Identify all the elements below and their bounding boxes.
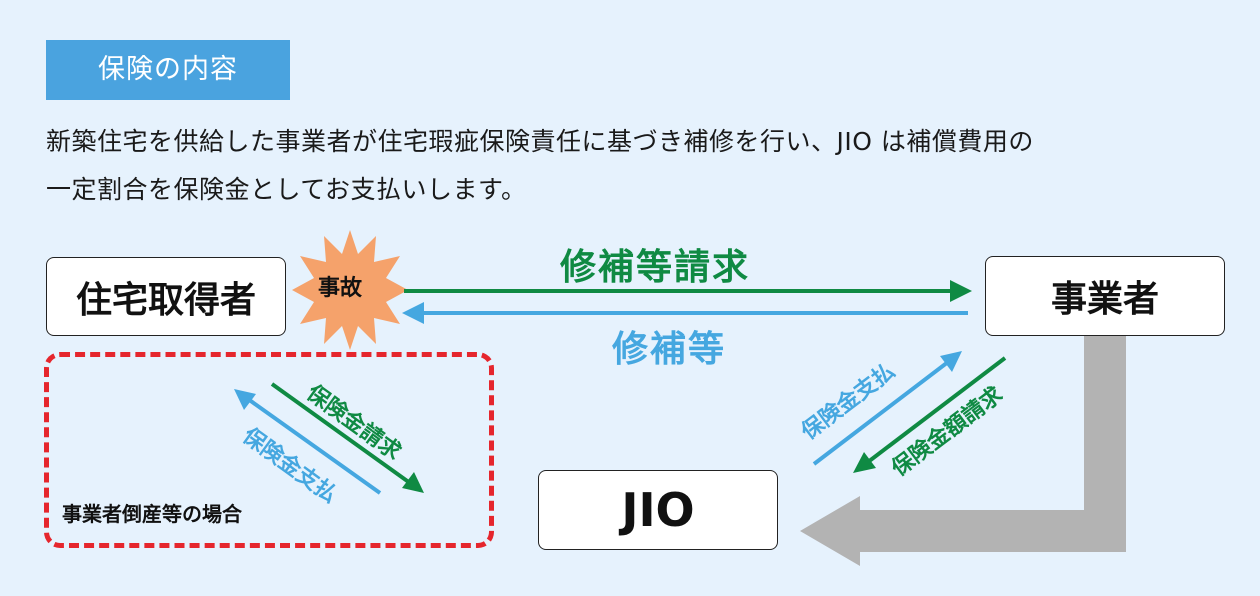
- repair-request-label: 修補等請求: [560, 247, 751, 288]
- description-line-1: 新築住宅を供給した事業者が住宅瑕疵保険責任に基づき補修を行い、JIO は補償費用…: [46, 127, 1034, 156]
- insurance-amount-request-arrowhead: [853, 452, 876, 473]
- business-label: 事業者: [1050, 279, 1159, 320]
- section-tag: 保険の内容: [46, 40, 290, 100]
- insurance-amount-request-arrow: [866, 356, 1007, 464]
- insurance-payment-right-arrowhead: [940, 351, 962, 372]
- repair-arrowhead: [402, 302, 424, 324]
- insurance-payment-left-arrow: [246, 397, 382, 495]
- insurance-claim-left-arrow: [270, 382, 412, 485]
- bankruptcy-case-label: 事業者倒産等の場合: [62, 502, 242, 526]
- home-buyer-node: 住宅取得者: [46, 257, 286, 336]
- accident-burst-icon: [292, 230, 408, 350]
- insurance-claim-left-arrowhead: [402, 472, 424, 493]
- accident-label: 事故: [318, 276, 363, 301]
- description: 新築住宅を供給した事業者が住宅瑕疵保険責任に基づき補修を行い、JIO は補償費用…: [46, 118, 1226, 214]
- repair-request-arrowhead: [950, 280, 972, 302]
- description-line-2: 一定割合を保険金としてお支払いします。: [46, 175, 527, 204]
- insurance-payment-right-arrow: [812, 360, 950, 466]
- repair-label: 修補等: [612, 329, 727, 370]
- gray-flow-arrow: [800, 336, 1126, 566]
- home-buyer-label: 住宅取得者: [75, 279, 256, 321]
- jio-node: JIO: [538, 470, 778, 550]
- jio-label: JIO: [621, 483, 695, 537]
- insurance-payment-left-arrowhead: [234, 389, 256, 410]
- bankruptcy-case-area: [44, 352, 494, 548]
- business-node: 事業者: [985, 256, 1225, 336]
